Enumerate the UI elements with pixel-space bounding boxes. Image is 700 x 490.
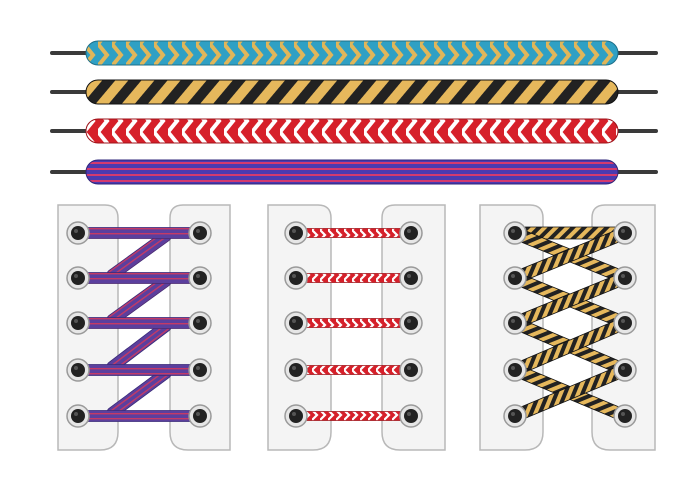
eyelet	[399, 358, 423, 382]
eyelet	[188, 221, 212, 245]
lace-segment	[295, 273, 412, 283]
eyelet	[66, 358, 90, 382]
lace-row-2	[50, 79, 658, 105]
eyelet	[613, 311, 637, 335]
eyelet	[66, 221, 90, 245]
lace-row-4	[50, 159, 658, 185]
blue-yellow-chevron-lace	[85, 40, 619, 66]
lace-segment	[295, 411, 412, 421]
eyelet	[503, 311, 527, 335]
eyelet	[284, 404, 308, 428]
eyelet	[66, 266, 90, 290]
criss-cross-lacing-panel	[479, 204, 656, 451]
eyelet	[503, 404, 527, 428]
red-white-chevron-lace	[85, 118, 619, 144]
lace-segment	[77, 227, 201, 239]
eyelet	[503, 358, 527, 382]
eyelet	[503, 266, 527, 290]
eyelet	[399, 311, 423, 335]
eyelet	[399, 266, 423, 290]
lace-segment	[77, 364, 201, 376]
eyelet	[399, 404, 423, 428]
eyelet	[399, 221, 423, 245]
eyelet	[66, 311, 90, 335]
eyelet	[613, 266, 637, 290]
lace-segment	[295, 228, 412, 238]
eyelet	[188, 404, 212, 428]
eyelet	[188, 358, 212, 382]
lace-row-1	[50, 40, 658, 66]
eyelet	[503, 221, 527, 245]
lace-row-3	[50, 118, 658, 144]
eyelet	[284, 311, 308, 335]
ladder-lacing-panel	[267, 204, 446, 451]
eyelet	[284, 221, 308, 245]
eyelet	[613, 358, 637, 382]
eyelet	[284, 266, 308, 290]
straight-bar-lacing-panel	[57, 204, 231, 451]
eyelet	[188, 311, 212, 335]
lace-segment	[77, 317, 201, 329]
lace-segment	[295, 365, 412, 375]
eyelet	[613, 404, 637, 428]
black-yellow-diagonal-lace	[85, 79, 619, 105]
eyelet	[613, 221, 637, 245]
lace-segment	[77, 272, 201, 284]
purple-red-striped-lace	[85, 159, 619, 185]
eyelet	[66, 404, 90, 428]
lace-segment	[295, 318, 412, 328]
eyelet	[188, 266, 212, 290]
lace-segment	[77, 410, 201, 422]
eyelet	[284, 358, 308, 382]
